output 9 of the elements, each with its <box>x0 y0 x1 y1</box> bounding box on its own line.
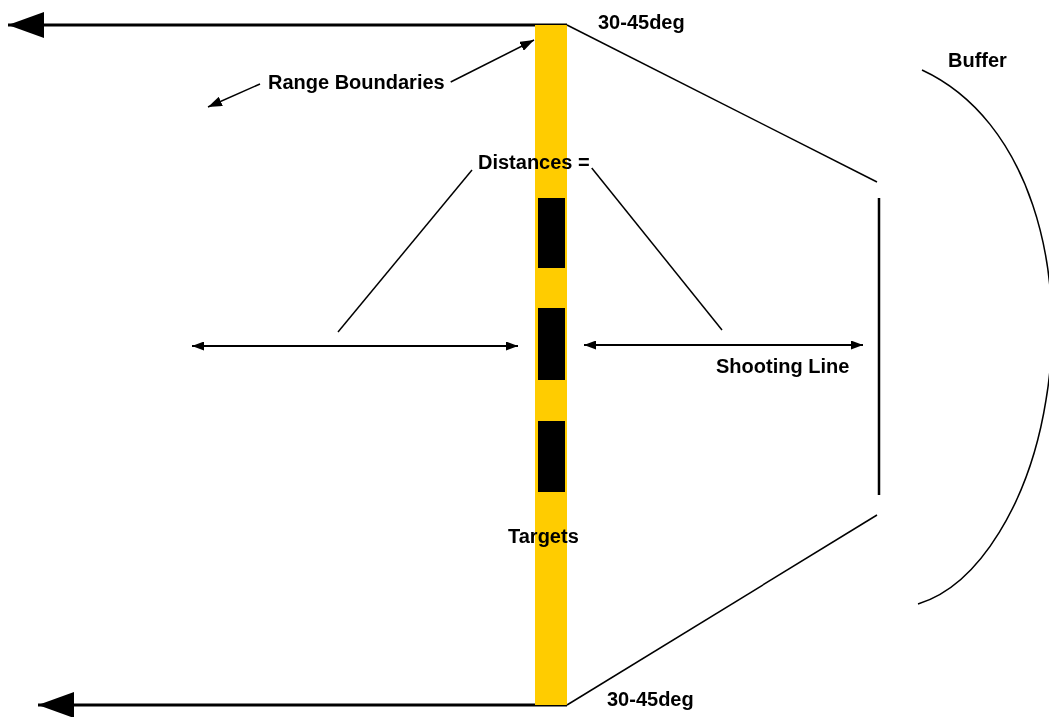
leader-line <box>337 169 473 333</box>
angle-label: 30-45deg <box>607 687 694 711</box>
shooting-line-label: Shooting Line <box>716 354 850 378</box>
angle-label: 30-45deg <box>598 10 685 34</box>
leader-line <box>207 83 261 108</box>
callout-text: Range Boundaries <box>268 70 445 94</box>
leader-line <box>449 39 535 83</box>
buffer-label: Buffer <box>948 48 1007 72</box>
leader-line <box>591 167 723 331</box>
